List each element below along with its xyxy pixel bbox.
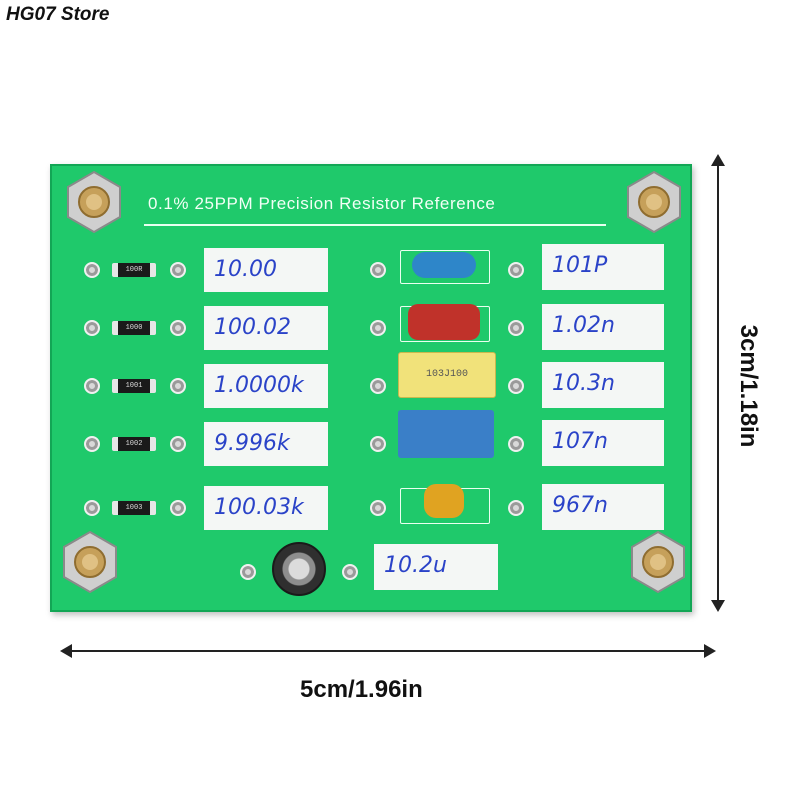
hex-nut-icon: [631, 530, 685, 594]
solder-pad: [508, 320, 524, 336]
solder-pad: [170, 262, 186, 278]
hex-nut-icon: [67, 170, 121, 234]
solder-pad: [508, 262, 524, 278]
capacitor-value-label: 10.3n: [542, 362, 664, 408]
smd-resistor: 1001: [112, 379, 156, 393]
smd-resistor: 100R: [112, 263, 156, 277]
solder-pad: [508, 500, 524, 516]
resistor-value-label: 9.996k: [204, 422, 328, 466]
capacitor-value-label: 101P: [542, 244, 664, 290]
smd-resistor: 1002: [112, 437, 156, 451]
width-dimension-line: [64, 650, 710, 652]
arrow-up-icon: [711, 154, 725, 166]
resistor-value-label: 100.03k: [204, 486, 328, 530]
height-dimension-label: 3cm/1.18in: [735, 324, 762, 448]
solder-pad: [508, 378, 524, 394]
resistor-value-label: 100.02: [204, 306, 328, 350]
solder-pad: [84, 262, 100, 278]
hex-nut-icon: [63, 530, 117, 594]
blue-film-capacitor: [398, 410, 494, 458]
pcb-board: 0.1% 25PPM Precision Resistor Reference …: [50, 164, 692, 612]
solder-pad: [508, 436, 524, 452]
capacitor-value-label: 107n: [542, 420, 664, 466]
solder-pad: [370, 320, 386, 336]
capacitor-value-label: 1.02n: [542, 304, 664, 350]
smd-resistor: 1000: [112, 321, 156, 335]
solder-pad: [370, 500, 386, 516]
resistor-value-label: 1.0000k: [204, 364, 328, 408]
solder-pad: [240, 564, 256, 580]
width-dimension-label: 5cm/1.96in: [300, 676, 423, 703]
board-title: 0.1% 25PPM Precision Resistor Reference: [148, 194, 496, 213]
electrolytic-capacitor: [272, 542, 326, 596]
electrolytic-value-label: 10.2u: [374, 544, 498, 590]
solder-pad: [342, 564, 358, 580]
silkscreen-outline: [400, 250, 490, 284]
hex-nut-icon: [627, 170, 681, 234]
solder-pad: [370, 436, 386, 452]
orange-ceramic-capacitor: [424, 484, 464, 518]
arrow-left-icon: [60, 644, 72, 658]
solder-pad: [84, 500, 100, 516]
solder-pad: [84, 436, 100, 452]
solder-pad: [370, 378, 386, 394]
solder-pad: [170, 320, 186, 336]
arrow-right-icon: [704, 644, 716, 658]
store-label: HG07 Store: [6, 4, 110, 25]
capacitor-value-label: 967n: [542, 484, 664, 530]
resistor-value-label: 10.00: [204, 248, 328, 292]
solder-pad: [170, 436, 186, 452]
solder-pad: [84, 378, 100, 394]
red-capacitor: [408, 304, 480, 340]
title-underline: [144, 224, 606, 226]
solder-pad: [170, 378, 186, 394]
yellow-film-capacitor: 103J100: [398, 352, 496, 398]
solder-pad: [170, 500, 186, 516]
height-dimension-line: [717, 158, 719, 606]
ceramic-capacitor: [412, 252, 476, 278]
smd-resistor: 1003: [112, 501, 156, 515]
solder-pad: [370, 262, 386, 278]
solder-pad: [84, 320, 100, 336]
arrow-down-icon: [711, 600, 725, 612]
